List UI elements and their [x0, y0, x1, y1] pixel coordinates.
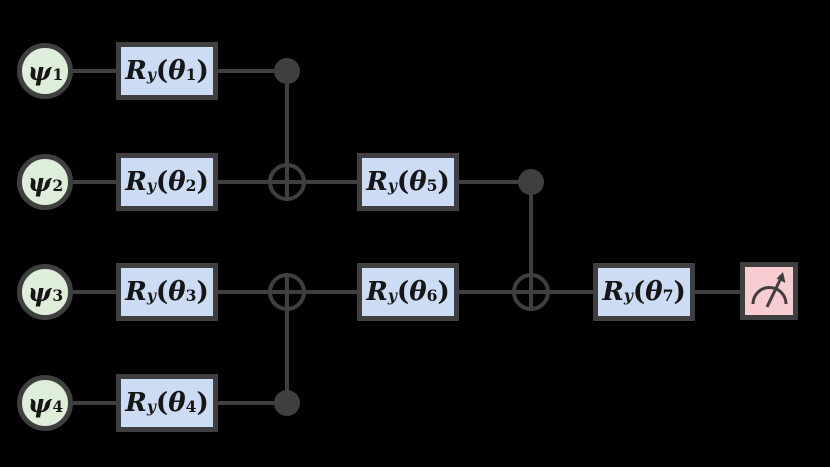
cnot-control-dot: [274, 58, 300, 84]
gate-label: R: [125, 167, 147, 197]
gate-label: R: [366, 277, 388, 307]
gate-label: (: [396, 277, 410, 307]
qubit-label: ψ: [27, 277, 52, 307]
wire-segment: [218, 401, 287, 405]
wire-segment: [458, 180, 531, 184]
gate-label: θ: [168, 388, 186, 418]
gate-label: R: [602, 277, 624, 307]
gate-label: ): [196, 167, 209, 197]
cnot-connector: [285, 273, 289, 403]
gate-label: θ: [409, 277, 427, 307]
cnot-target-icon: [268, 163, 306, 201]
wire-segment: [695, 290, 740, 294]
qubit-label: ψ: [27, 388, 52, 418]
gate-label: θ: [168, 56, 186, 86]
gate-label: ): [196, 56, 209, 86]
gate-label: ): [437, 167, 450, 197]
gate-label: R: [125, 277, 147, 307]
gate-label: θ: [168, 277, 186, 307]
qubit-label: ψ: [27, 167, 52, 197]
gate-label: ): [437, 277, 450, 307]
gate-label: θ: [409, 167, 427, 197]
gate-label: (: [396, 167, 410, 197]
gate-label: (: [155, 56, 169, 86]
measurement-gate: [740, 262, 798, 320]
qubit-label: ψ: [27, 56, 52, 86]
gate-label: θ: [168, 167, 186, 197]
meter-icon: [751, 272, 788, 308]
gate-label: (: [155, 277, 169, 307]
gate-label: (: [632, 277, 646, 307]
cnot-target-icon: [268, 273, 306, 311]
cnot-control-dot: [274, 390, 300, 416]
gate-label: ): [673, 277, 686, 307]
gate-label: ): [196, 388, 209, 418]
cnot-target-icon: [512, 273, 550, 311]
gate-label: (: [155, 167, 169, 197]
wire-segment: [218, 69, 287, 73]
gate-label: R: [125, 56, 147, 86]
gate-label: (: [155, 388, 169, 418]
gate-label: θ: [645, 277, 663, 307]
gate-label: R: [125, 388, 147, 418]
gate-label: ): [196, 277, 209, 307]
wire-segment: [73, 180, 116, 184]
cnot-connector: [529, 182, 533, 311]
gate-label: R: [366, 167, 388, 197]
wire-segment: [73, 290, 116, 294]
wire-segment: [73, 69, 116, 73]
wire-segment: [73, 401, 116, 405]
cnot-control-dot: [518, 169, 544, 195]
cnot-connector: [285, 71, 289, 201]
